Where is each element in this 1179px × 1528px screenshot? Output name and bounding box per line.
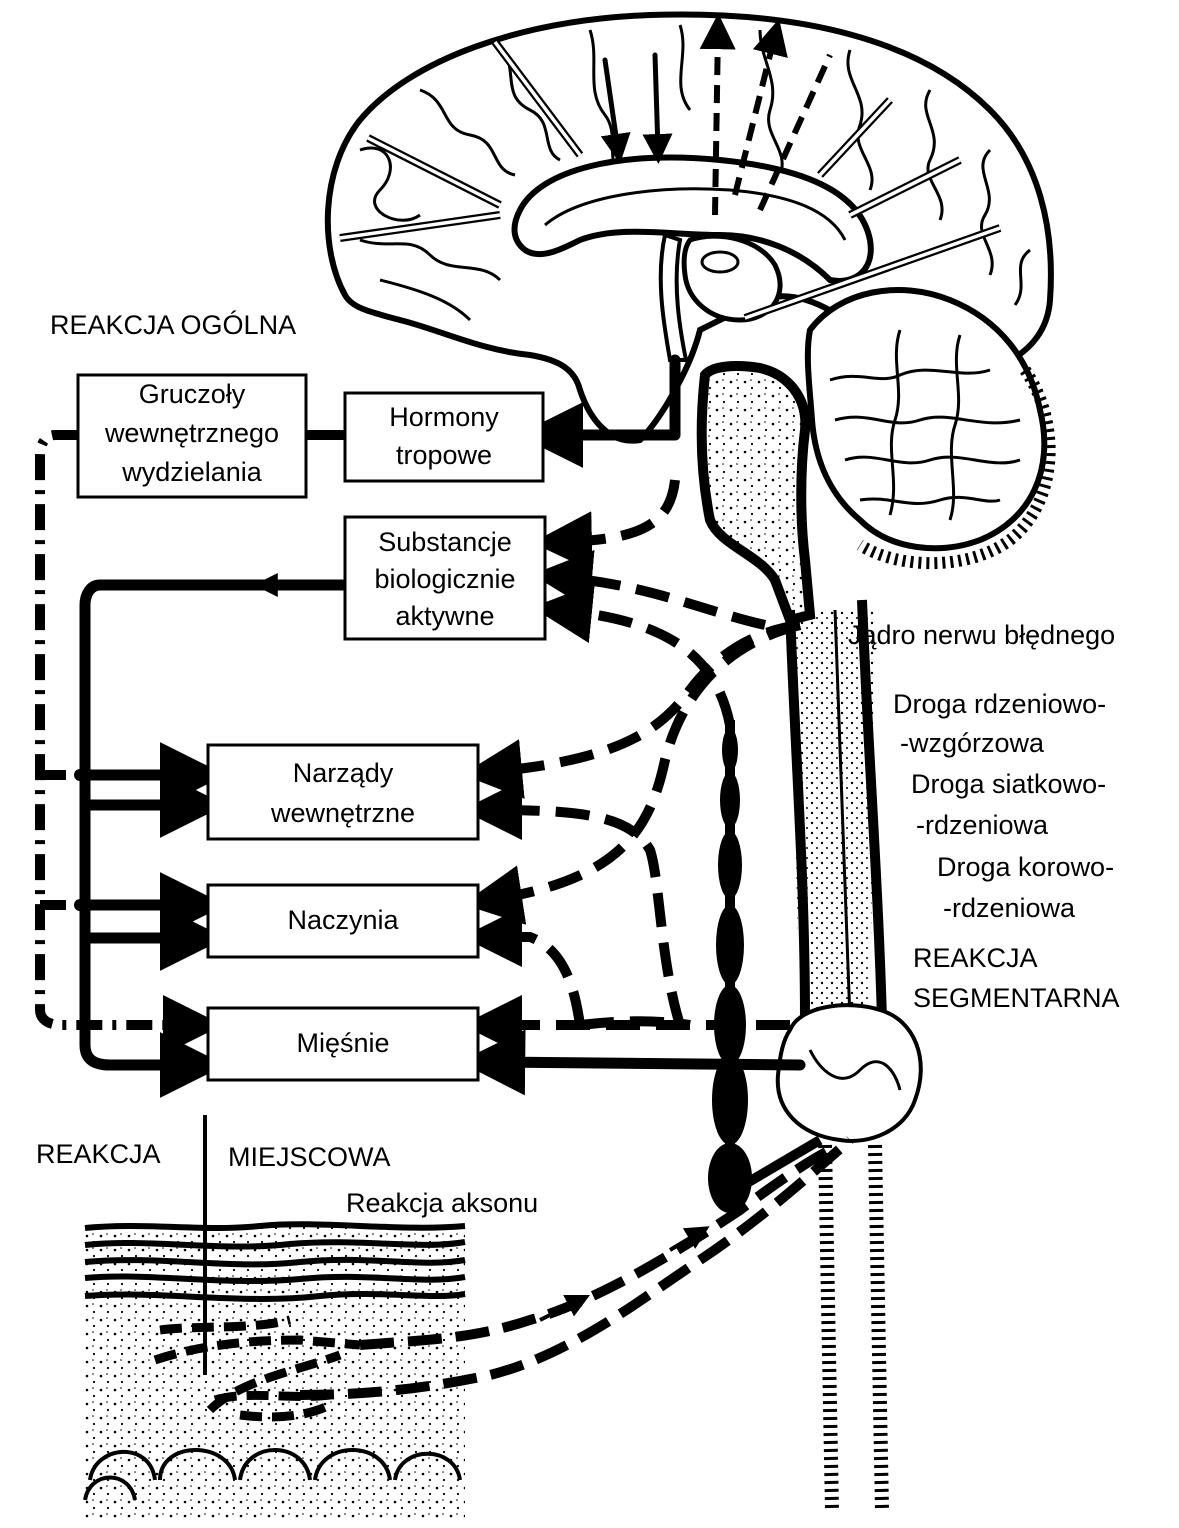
label-jadro-nerwu-blednego: Jądro nerwu błędnego — [848, 620, 1115, 650]
gruczoly-line-2: wewnętrznego — [104, 418, 279, 448]
cerebellum-folia — [829, 329, 1021, 521]
axon-branches — [153, 1315, 361, 1422]
central-efferent-fiber — [708, 720, 823, 1213]
dash-to-substancje-2 — [532, 549, 767, 630]
cerebellum-rim — [856, 366, 1056, 570]
label-droga-siatkowo-2: -rdzeniowa — [916, 810, 1049, 840]
box-miesnie: Mięśnie — [206, 1006, 480, 1082]
spinal-segment — [775, 1003, 923, 1143]
label-droga-korowo-1: Droga korowo- — [937, 852, 1114, 882]
substancje-line-1: Substancje — [378, 527, 512, 557]
substancje-distribution-bus — [79, 579, 351, 1098]
vagus-to-narzady — [462, 620, 801, 799]
label-droga-rdzeniowo-2: -wzgórzowa — [900, 728, 1045, 758]
label-reakcja-segmentarna-1: REAKCJA — [913, 943, 1038, 973]
callosum-inner — [544, 187, 847, 241]
hormony-line-1: Hormony — [389, 402, 499, 432]
brainstem — [696, 361, 816, 626]
label-reakcja-miejscowa-left: REAKCJA — [36, 1139, 161, 1169]
dash-to-naczynia-lower — [462, 907, 585, 1026]
miesnie-label: Mięśnie — [296, 1028, 389, 1058]
skin-tissue — [83, 1115, 466, 1520]
substancje-line-3: aktywne — [395, 601, 494, 631]
spinal-cord — [775, 599, 923, 1511]
box-naczynia: Naczynia — [206, 883, 480, 959]
box-hormony: Hormony tropowe — [343, 391, 545, 483]
gruczoly-line-1: Gruczoły — [139, 379, 246, 409]
narzady-line-1: Narządy — [293, 758, 394, 788]
narzady-line-2: wewnętrzne — [270, 798, 415, 828]
box-narzady: Narządy wewnętrzne — [206, 743, 480, 841]
dash-to-substancje-1 — [532, 479, 680, 572]
dash-to-narzady-lower — [462, 780, 685, 1027]
label-droga-siatkowo-1: Droga siatkowo- — [911, 769, 1106, 799]
afferent-paths — [299, 1136, 854, 1400]
cortical-projections — [339, 13, 1002, 322]
hormony-line-2: tropowe — [396, 440, 492, 470]
gruczoly-line-3: wydzielania — [121, 457, 263, 487]
box-substancje: Substancje biologicznie aktywne — [343, 515, 547, 641]
skin-papillae — [83, 1448, 462, 1501]
solid-to-miesnie — [459, 1029, 806, 1096]
box-gruczoly: Gruczoły wewnętrznego wydzielania — [76, 373, 308, 499]
pituitary-stalk — [658, 232, 689, 362]
thalamus-nucleus — [700, 250, 740, 274]
label-reakcja-aksonu: Reakcja aksonu — [346, 1188, 538, 1218]
label-reakcja-ogolna: REAKCJA OGÓLNA — [50, 309, 296, 340]
substancje-line-2: biologicznie — [374, 564, 515, 594]
pituitary-to-hormony-arrow — [517, 354, 681, 468]
corpus-callosum — [511, 154, 874, 284]
label-droga-korowo-2: -rdzeniowa — [943, 893, 1076, 923]
label-droga-rdzeniowo-1: Droga rdzeniowo- — [893, 689, 1106, 719]
dash-to-substancje-3 — [532, 583, 735, 726]
label-reakcja-segmentarna-2: SEGMENTARNA — [913, 983, 1120, 1013]
vagus-to-naczynia — [462, 620, 802, 925]
naczynia-label: Naczynia — [287, 905, 399, 935]
label-reakcja-miejscowa-right: MIEJSCOWA — [228, 1142, 391, 1172]
